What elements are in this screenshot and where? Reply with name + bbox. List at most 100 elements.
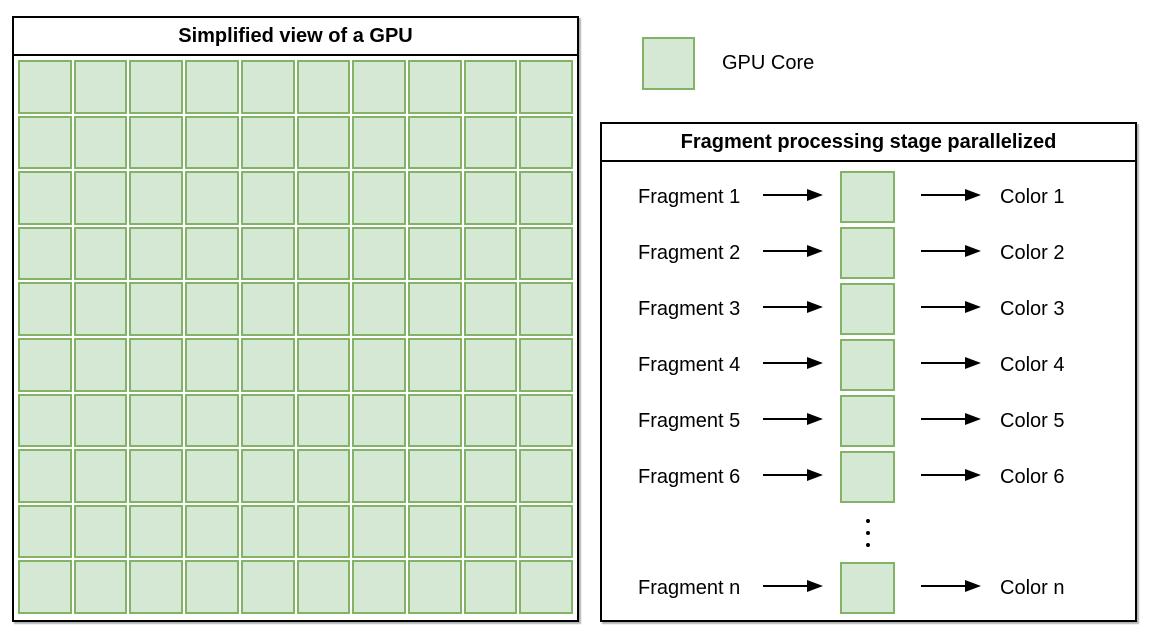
input-arrow xyxy=(762,412,824,431)
gpu-core-cell xyxy=(296,449,351,503)
gpu-core-cell xyxy=(18,115,72,170)
ellipsis-dot xyxy=(866,518,870,523)
gpu-core-box xyxy=(840,171,895,223)
arrow-right-icon xyxy=(763,356,823,369)
gpu-core-cell xyxy=(129,226,184,281)
gpu-core-cell xyxy=(18,393,72,448)
gpu-core-cell xyxy=(296,226,351,281)
gpu-core-cell xyxy=(129,282,184,336)
gpu-core-cell xyxy=(296,171,351,225)
gpu-core-cell xyxy=(352,449,406,503)
gpu-core-cell xyxy=(463,504,518,559)
fragment-panel: Fragment processing stage parallelized F… xyxy=(600,122,1137,622)
output-arrow xyxy=(920,579,982,598)
gpu-core-cell xyxy=(519,226,573,281)
gpu-core-cell xyxy=(519,560,573,614)
input-arrow xyxy=(762,468,824,487)
arrow-right-icon xyxy=(763,188,823,201)
gpu-core-cell xyxy=(463,60,518,114)
gpu-core-cell xyxy=(296,115,351,170)
gpu-panel-title: Simplified view of a GPU xyxy=(14,18,577,56)
input-arrow xyxy=(762,300,824,319)
arrow-right-icon xyxy=(921,356,981,369)
arrow-right-icon xyxy=(763,412,823,425)
output-arrow xyxy=(920,356,982,375)
gpu-core-box xyxy=(840,227,895,279)
gpu-core-cell xyxy=(18,560,72,614)
gpu-core-cell xyxy=(129,115,184,170)
input-arrow xyxy=(762,356,824,375)
arrow-right-icon xyxy=(921,188,981,201)
fragment-row: Fragment 6 Color 6 xyxy=(602,449,1135,505)
gpu-core-box xyxy=(840,562,895,614)
gpu-core-cell xyxy=(73,171,128,225)
gpu-core-cell xyxy=(463,393,518,448)
ellipsis-dot xyxy=(866,542,870,547)
arrow-right-icon xyxy=(921,300,981,313)
fragment-label: Fragment 6 xyxy=(638,465,741,488)
gpu-core-cell xyxy=(407,60,462,114)
gpu-core-cell xyxy=(240,115,295,170)
gpu-core-cell xyxy=(463,282,518,336)
color-label: Color 6 xyxy=(1000,465,1065,488)
gpu-core-cell xyxy=(240,337,295,392)
output-arrow xyxy=(920,468,982,487)
gpu-core-cell xyxy=(519,282,573,336)
arrow-right-icon xyxy=(763,579,823,592)
gpu-core-cell xyxy=(519,171,573,225)
arrow-right-icon xyxy=(763,468,823,481)
gpu-core-cell xyxy=(129,504,184,559)
gpu-core-cell xyxy=(352,226,406,281)
gpu-core-cell xyxy=(185,560,239,614)
gpu-core-cell xyxy=(296,504,351,559)
gpu-core-cell xyxy=(240,504,295,559)
gpu-core-cell xyxy=(18,449,72,503)
gpu-core-cell xyxy=(129,449,184,503)
fragment-label: Fragment 3 xyxy=(638,297,741,320)
gpu-core-cell xyxy=(129,560,184,614)
gpu-core-cell xyxy=(240,393,295,448)
gpu-core-cell xyxy=(129,393,184,448)
gpu-core-cell xyxy=(129,60,184,114)
gpu-core-cell xyxy=(73,60,128,114)
gpu-core-cell xyxy=(296,282,351,336)
gpu-core-cell xyxy=(463,115,518,170)
gpu-core-box xyxy=(840,451,895,503)
gpu-core-swatch-icon xyxy=(642,37,695,90)
gpu-core-cell xyxy=(463,171,518,225)
gpu-core-cell xyxy=(73,115,128,170)
gpu-core-cell xyxy=(185,282,239,336)
gpu-core-cell xyxy=(519,449,573,503)
gpu-core-cell xyxy=(129,171,184,225)
fragment-label: Fragment 2 xyxy=(638,241,741,264)
gpu-core-cell xyxy=(240,560,295,614)
gpu-core-cell xyxy=(185,504,239,559)
arrow-right-icon xyxy=(763,244,823,257)
arrow-right-icon xyxy=(763,300,823,313)
gpu-core-cell xyxy=(73,226,128,281)
gpu-core-cell xyxy=(407,393,462,448)
fragment-label: Fragment 5 xyxy=(638,409,741,432)
fragment-panel-title: Fragment processing stage parallelized xyxy=(602,124,1135,162)
gpu-core-cell xyxy=(73,337,128,392)
gpu-core-cell xyxy=(352,171,406,225)
arrow-right-icon xyxy=(921,412,981,425)
fragment-label: Fragment 4 xyxy=(638,353,741,376)
gpu-core-box xyxy=(840,395,895,447)
gpu-core-cell xyxy=(185,171,239,225)
gpu-core-cell xyxy=(407,449,462,503)
gpu-core-cell xyxy=(463,560,518,614)
gpu-core-grid xyxy=(14,56,577,618)
gpu-core-cell xyxy=(463,226,518,281)
gpu-core-cell xyxy=(240,171,295,225)
input-arrow xyxy=(762,579,824,598)
gpu-core-cell xyxy=(352,115,406,170)
gpu-core-cell xyxy=(18,226,72,281)
